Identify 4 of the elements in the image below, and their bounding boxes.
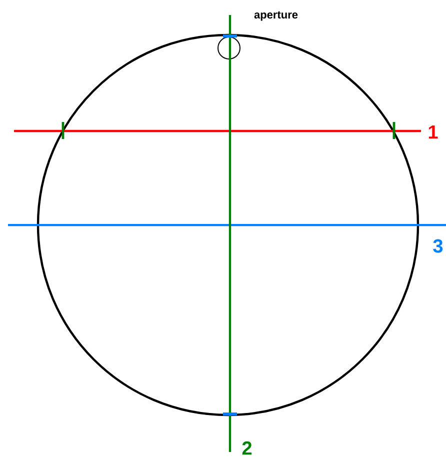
line-label: 3 [433,239,443,253]
line-label: 2 [242,441,252,455]
line-label: 1 [428,125,438,139]
line-label: aperture [254,11,298,21]
